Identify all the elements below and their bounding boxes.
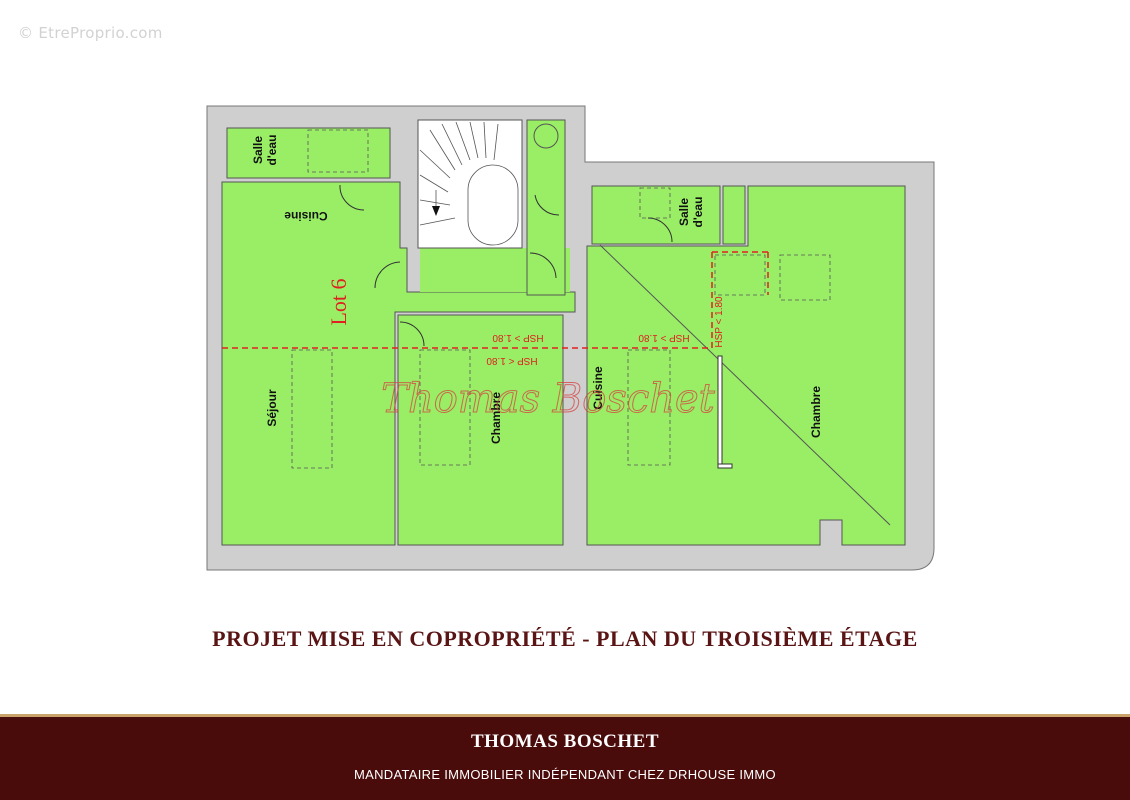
room-sejour — [221, 181, 576, 546]
lot-label: Lot 6 — [326, 278, 351, 325]
label-salle-eau-1-line2: d'eau — [265, 135, 279, 166]
label-cuisine-2: Cuisine — [591, 366, 605, 410]
door-arcs — [339, 184, 673, 347]
footer-subtitle: MANDATAIRE IMMOBILIER INDÉPENDANT CHEZ D… — [354, 767, 776, 782]
label-chambre-1: Chambre — [489, 392, 503, 444]
footer: THOMAS BOSCHET MANDATAIRE IMMOBILIER IND… — [0, 714, 1130, 800]
room-closet-right — [722, 185, 746, 245]
label-cuisine-1: Cuisine — [284, 209, 328, 223]
room-column — [526, 119, 566, 296]
footer-name: THOMAS BOSCHET — [470, 731, 660, 752]
label-chambre-2: Chambre — [809, 386, 823, 438]
label-salle-eau-2-line2: d'eau — [691, 197, 705, 228]
watermark: © EtreProprio.com — [18, 24, 163, 42]
hsp-lines — [222, 251, 769, 349]
label-salle-eau-2-line1: Salle — [677, 198, 691, 226]
room-salle-eau-1 — [226, 127, 391, 179]
label-salle-eau-1-line1: Salle — [251, 136, 265, 164]
floor-plan: Salle d'eau Cuisine Séjour Chambre Cuisi… — [206, 105, 935, 571]
hsp-label-1b: HSP < 1.80 — [486, 355, 538, 366]
room-chambre-2 — [586, 185, 906, 546]
hsp-label-1a: HSP > 1.80 — [492, 332, 544, 343]
wall-stub-foot — [717, 463, 733, 469]
plan-title: PROJET MISE EN COPROPRIÉTÉ - PLAN DU TRO… — [212, 626, 918, 651]
stair-steps — [419, 121, 519, 246]
signature-watermark: Thomas Boschet — [381, 376, 715, 422]
column-circle — [533, 123, 559, 149]
label-sejour: Séjour — [265, 389, 279, 427]
room-chambre-1 — [397, 314, 564, 546]
stairwell — [417, 119, 523, 249]
hsp-label-right: HSP < 1.80 — [714, 296, 725, 348]
room-salle-eau-2 — [591, 185, 721, 245]
stair-arrow — [432, 206, 440, 216]
diagonal-line — [599, 244, 891, 526]
hsp-label-2: HSP > 1.80 — [638, 332, 690, 343]
wall-stub — [717, 355, 723, 469]
dashed-outlines — [291, 129, 831, 469]
